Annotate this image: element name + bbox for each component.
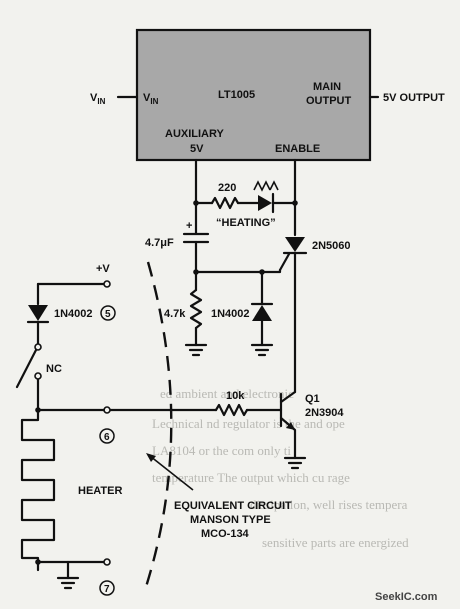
heating-led-emission-icon <box>253 180 271 192</box>
equivalent-circuit-boundary <box>143 261 173 591</box>
vin-input-label: VIN <box>90 92 106 106</box>
resistor-220-label: 220 <box>218 182 236 194</box>
plus-v-label: +V <box>96 263 110 275</box>
ground-icon <box>184 343 208 357</box>
heating-label: “HEATING” <box>216 217 276 229</box>
resistor-10k-label: 10k <box>226 390 245 402</box>
gate-node-wire <box>194 268 282 274</box>
capacitor-label: 4.7μF <box>145 237 174 249</box>
enable-label: ENABLE <box>275 143 320 155</box>
scr-label: 2N5060 <box>312 240 351 252</box>
watermark: SeekIC.com <box>375 591 438 603</box>
heater-element <box>20 408 56 572</box>
heater-label: HEATER <box>78 485 122 497</box>
scr-2n5060 <box>285 237 305 252</box>
caption-line2: MANSON TYPE <box>190 514 271 526</box>
resistor-4k7-label: 4.7k <box>164 308 186 320</box>
resistor-4k7 <box>189 288 203 330</box>
ground-icon <box>250 343 274 357</box>
nc-switch-arm <box>15 348 38 389</box>
caption-line1: EQUIVALENT CIRCUIT <box>174 500 292 512</box>
resistor-220 <box>210 196 240 210</box>
output-label: 5V OUTPUT <box>383 92 445 104</box>
background-text-line: Lechnical nd regulator is the and ope <box>152 416 345 431</box>
resistor-10k <box>214 403 249 417</box>
pin-7-label: 7 <box>104 584 110 595</box>
pin-5-circle <box>100 305 116 321</box>
auxiliary-5v-label: 5V <box>190 143 204 155</box>
ic-name: LT1005 <box>218 89 255 101</box>
main-output-label-line2: OUTPUT <box>306 95 352 107</box>
ground-icon <box>56 576 80 590</box>
diode-mid-label: 1N4002 <box>211 308 250 320</box>
pin-5-label: 5 <box>105 309 111 320</box>
caption-line3: MCO-134 <box>201 528 250 540</box>
capacitor-plus: + <box>186 220 192 232</box>
pin-6-label: 6 <box>104 432 110 443</box>
regulator-ic-box <box>135 28 372 162</box>
q1-emitter-arrow-icon <box>286 422 295 430</box>
pin-6-circle <box>99 428 115 444</box>
q1-label: Q1 <box>305 393 320 405</box>
diode-1n4002-left <box>28 305 48 321</box>
diode-1n4002-mid <box>252 305 272 321</box>
background-text: ed ambient and electronic Lechnical nd r… <box>152 386 409 550</box>
scr-gate-lead <box>278 252 291 272</box>
ic-vin-internal-label: VIN <box>143 92 159 106</box>
switch-contact <box>34 372 42 380</box>
nc-label: NC <box>46 363 62 375</box>
heating-led-diode <box>258 195 272 211</box>
auxiliary-label: AUXILIARY <box>165 128 225 140</box>
caption-pointer-arrow <box>149 455 194 491</box>
background-text-line: dissipation, well rises tempera <box>250 497 408 512</box>
q1-collector <box>279 390 297 404</box>
ground-icon <box>283 456 307 470</box>
background-text-line: temperature The output which cu rage <box>152 470 350 485</box>
diode-left-label: 1N4002 <box>54 308 93 320</box>
background-text-line: sensitive parts are energized <box>262 535 409 550</box>
switch-contact <box>34 343 42 351</box>
caption-arrow-head-icon <box>146 453 156 462</box>
terminal-plus-v <box>103 280 111 288</box>
heating-led-emission-icon <box>269 180 279 191</box>
pin-7-circle <box>99 580 115 596</box>
q1-type-label: 2N3904 <box>305 407 344 419</box>
terminal-7 <box>103 558 111 566</box>
background-text-line: LA8104 or the com only ti <box>152 443 291 458</box>
background-text-line: ed ambient and electronic <box>160 386 294 401</box>
main-output-label-line1: MAIN <box>313 81 341 93</box>
